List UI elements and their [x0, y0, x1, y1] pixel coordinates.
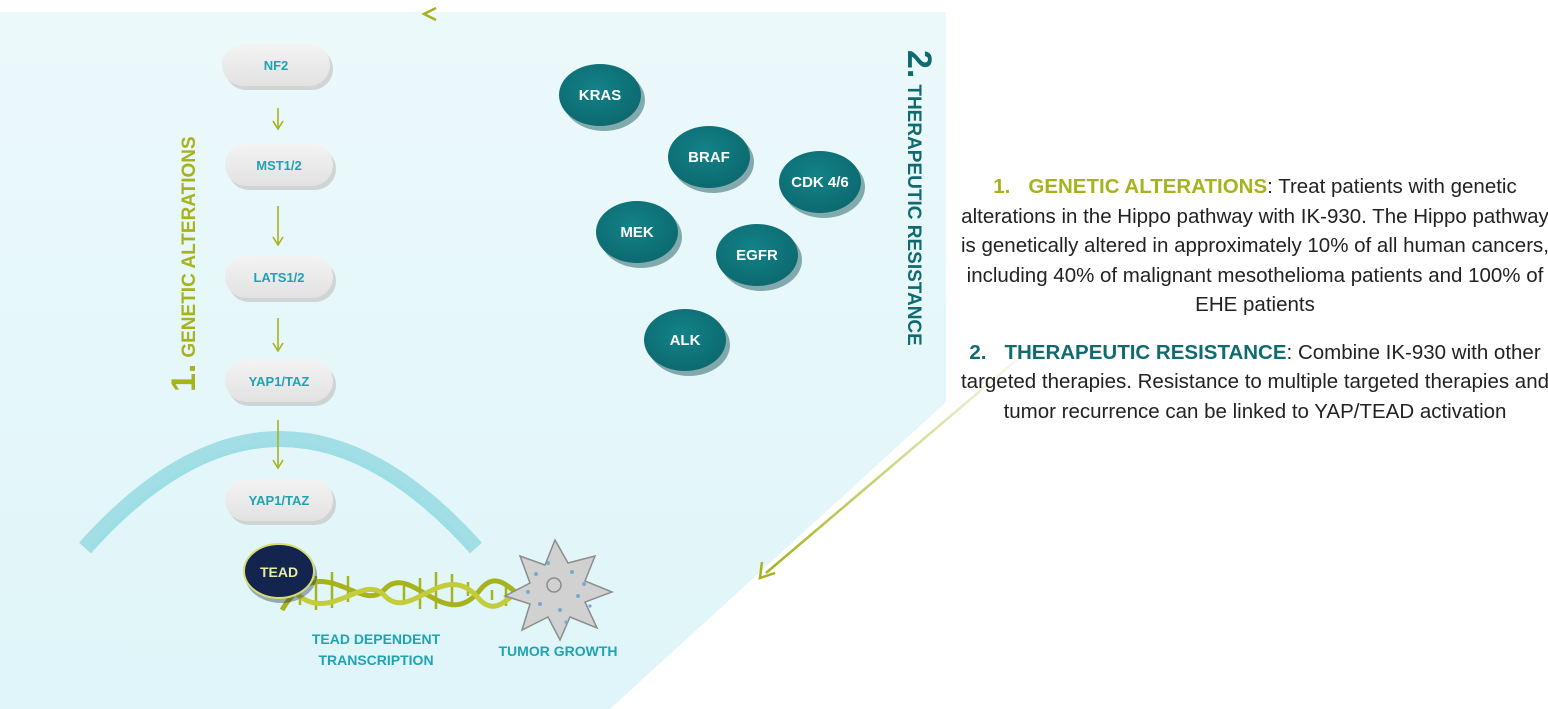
node-label-lats: LATS1/2	[253, 270, 304, 285]
diagonal-arrow	[765, 339, 1041, 574]
genetic-label-text: GENETIC ALTERATIONS	[179, 136, 200, 358]
node-label-yap-cytoplasm: YAP1/TAZ	[249, 374, 310, 389]
pathway-node: NF2	[222, 44, 333, 90]
pathway-node: YAP1/TAZ	[225, 479, 336, 525]
description-item-therapeutic: 2. THERAPEUTIC RESISTANCE: Combine IK-930…	[960, 338, 1548, 427]
top-arrow-head	[421, 6, 437, 22]
tead-caption-line2: TRANSCRIPTION	[318, 652, 433, 668]
tead-node	[243, 543, 315, 599]
target-node: CDK 4/6	[779, 151, 865, 218]
target-node: BRAF	[668, 126, 754, 193]
pathway-arrows	[272, 108, 284, 470]
item1-number: 1.	[993, 175, 1011, 198]
genetic-label-number: 1.	[165, 363, 203, 392]
target-label-egfr: EGFR	[736, 247, 778, 264]
tumor-cell-icon	[503, 538, 615, 642]
description-panel: 1. GENETIC ALTERATIONS: Treat patients wi…	[960, 172, 1548, 444]
node-label-mst: MST1/2	[256, 158, 302, 173]
target-label-cdk: CDK 4/6	[791, 174, 849, 191]
therapeutic-label-number: 2.	[900, 50, 938, 79]
genetic-alterations-label: 1. GENETIC ALTERATIONS	[165, 136, 204, 392]
diagonal-arrow-head	[758, 561, 776, 580]
target-label-braf: BRAF	[688, 149, 730, 166]
tead-label: TEAD	[260, 564, 298, 580]
therapeutic-label-text: THERAPEUTIC RESISTANCE	[903, 84, 924, 346]
pathway-node: MST1/2	[225, 144, 336, 190]
node-label-nf2: NF2	[264, 58, 289, 73]
tead-caption-line1: TEAD DEPENDENT	[312, 631, 441, 647]
target-node: MEK	[596, 201, 682, 268]
description-item-genetic: 1. GENETIC ALTERATIONS: Treat patients wi…	[960, 172, 1548, 320]
item1-body: : Treat patients with genetic alteration…	[961, 175, 1548, 316]
pathway-node: LATS1/2	[225, 256, 336, 302]
target-label-mek: MEK	[620, 224, 654, 241]
target-node: ALK	[644, 309, 730, 376]
target-label-alk: ALK	[670, 332, 701, 349]
target-label-kras: KRAS	[579, 87, 622, 104]
therapeutic-resistance-label: 2. THERAPEUTIC RESISTANCE	[899, 50, 938, 346]
nucleus-membrane-inner	[90, 443, 471, 550]
target-node: KRAS	[559, 64, 645, 131]
node-label-yap-nucleus: YAP1/TAZ	[249, 493, 310, 508]
tumor-growth-caption: TUMOR GROWTH	[499, 643, 618, 659]
nucleus-membrane	[79, 431, 482, 554]
background-panel	[0, 12, 946, 709]
item1-heading: GENETIC ALTERATIONS	[1028, 175, 1268, 198]
item2-body: : Combine IK-930 with other targeted the…	[960, 340, 1548, 423]
pathway-node: YAP1/TAZ	[225, 360, 336, 406]
item2-number: 2.	[969, 340, 987, 364]
item2-heading: THERAPEUTIC RESISTANCE	[1004, 340, 1287, 364]
target-node: EGFR	[716, 224, 802, 291]
